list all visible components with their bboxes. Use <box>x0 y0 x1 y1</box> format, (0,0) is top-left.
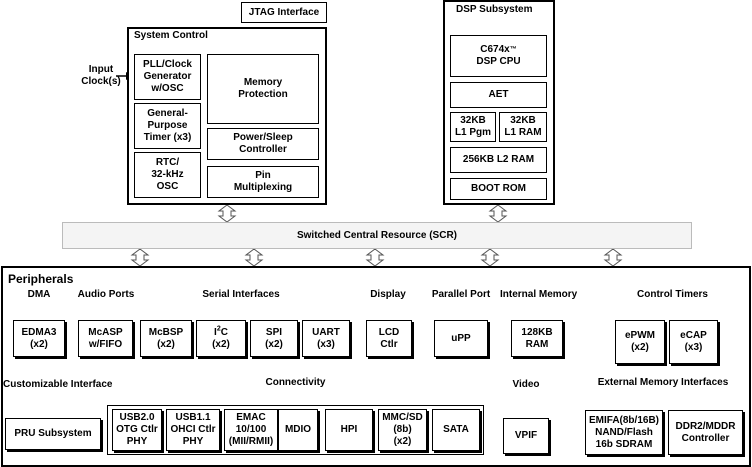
display-title: Display <box>370 289 406 300</box>
mcbsp-block: McBSP (x2) <box>140 320 192 357</box>
serial-interfaces-title: Serial Interfaces <box>202 289 280 300</box>
video-title: Video <box>512 379 540 390</box>
bus-arrow-sysctl-scr <box>217 204 237 223</box>
ddr2-controller-block: DDR2/MDDR Controller <box>668 410 743 455</box>
i2c-label-sup: 2 <box>216 325 221 333</box>
l1-ram-block: 32KB L1 RAM <box>499 112 547 142</box>
dsp-subsystem-title: DSP Subsystem <box>456 4 533 15</box>
boot-rom-block: BOOT ROM <box>450 178 547 200</box>
l1-pgm-block: 32KB L1 Pgm <box>450 112 496 142</box>
internal-memory-title: Internal Memory <box>500 289 578 300</box>
bus-arrow-periph-1 <box>130 248 150 267</box>
i2c-label-rest: C <box>220 326 228 338</box>
dsp-cpu-trademark: ™ <box>509 46 517 53</box>
bus-arrow-periph-2 <box>244 248 264 267</box>
dma-title: DMA <box>27 289 51 300</box>
scr-bus: Switched Central Resource (SCR) <box>62 222 692 249</box>
pll-clock-generator-block: PLL/Clock Generator w/OSC <box>134 54 201 100</box>
dsp-cpu-name: C674x <box>480 44 510 55</box>
i2c-label-base: I <box>214 326 217 338</box>
control-timers-title: Control Timers <box>637 289 708 300</box>
mmc-sd-block: MMC/SD (8b) (x2) <box>378 409 427 451</box>
system-control-title: System Control <box>134 30 208 41</box>
spi-block: SPI (x2) <box>250 320 298 357</box>
upp-block: uPP <box>434 320 488 357</box>
bus-arrow-periph-5 <box>603 248 623 267</box>
aet-block: AET <box>450 82 547 108</box>
peripherals-title: Peripherals <box>8 272 74 286</box>
emac-block: EMAC 10/100 (MII/RMII) <box>224 409 278 451</box>
edma3-block: EDMA3 (x2) <box>13 320 65 357</box>
connectivity-title: Connectivity <box>265 377 326 388</box>
l2-ram-block: 256KB L2 RAM <box>450 147 547 173</box>
general-purpose-timer-block: General- Purpose Timer (x3) <box>134 103 201 149</box>
jtag-interface-label: JTAG Interface <box>248 6 320 18</box>
internal-ram-block: 128KB RAM <box>511 320 563 357</box>
vpif-block: VPIF <box>503 418 549 454</box>
customizable-interface-title: Customizable Interface <box>3 379 113 390</box>
scr-label: Switched Central Resource (SCR) <box>296 230 458 241</box>
memory-protection-block: Memory Protection <box>207 54 319 124</box>
epwm-block: ePWM (x2) <box>615 320 665 364</box>
parallel-port-title: Parallel Port <box>431 289 491 300</box>
mdio-block: MDIO <box>278 409 318 451</box>
dsp-cpu-subtitle: DSP CPU <box>476 56 521 67</box>
bus-arrow-dsp-scr <box>488 204 508 223</box>
hpi-block: HPI <box>325 409 373 451</box>
bus-arrow-periph-4 <box>480 248 500 267</box>
audio-ports-title: Audio Ports <box>77 289 135 300</box>
pru-subsystem-block: PRU Subsystem <box>5 418 101 450</box>
usb20-otg-block: USB2.0 OTG Ctlr PHY <box>112 409 162 451</box>
lcd-controller-block: LCD Ctlr <box>366 320 412 357</box>
bus-arrow-periph-3 <box>365 248 385 267</box>
usb11-ohci-block: USB1.1 OHCI Ctlr PHY <box>166 409 220 451</box>
external-memory-title: External Memory Interfaces <box>597 377 729 388</box>
ecap-block: eCAP (x3) <box>669 320 718 364</box>
uart-block: UART (x3) <box>302 320 350 357</box>
mcasp-block: McASP w/FIFO <box>78 320 133 357</box>
i2c-block: I2C (x2) <box>196 320 246 357</box>
dsp-cpu-block: C674x™ DSP CPU <box>450 35 547 77</box>
input-clock-label: Input Clock(s) <box>81 64 121 87</box>
emifa-block: EMIFA(8b/16B) NAND/Flash 16b SDRAM <box>585 410 663 455</box>
sata-block: SATA <box>432 409 480 451</box>
i2c-count: (x2) <box>212 338 230 350</box>
power-sleep-controller-block: Power/Sleep Controller <box>207 128 319 160</box>
rtc-osc-block: RTC/ 32-kHz OSC <box>134 152 201 198</box>
pin-multiplexing-block: Pin Multiplexing <box>207 166 319 198</box>
jtag-interface-block: JTAG Interface <box>241 2 327 23</box>
